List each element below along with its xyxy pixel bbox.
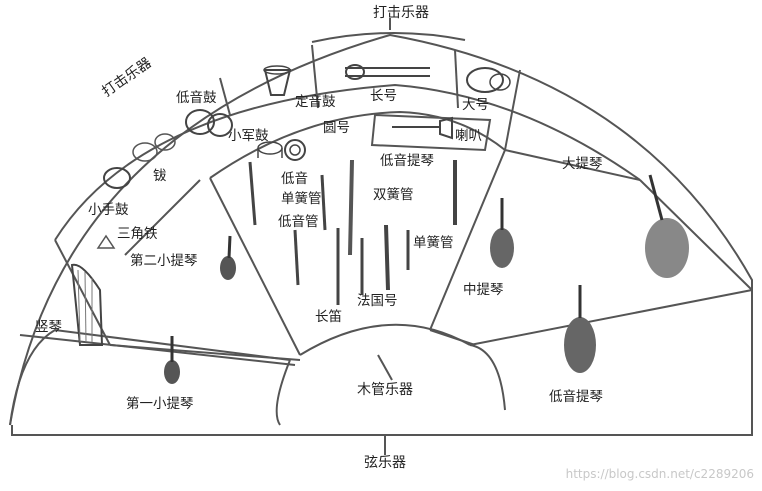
divider-woodwind-right [429,149,506,331]
divider-perc-1 [219,77,231,116]
label-clarinet: 单簧管 [413,235,454,251]
center-arc-left [275,359,291,426]
label-french-horn: 圆号 [323,120,350,136]
label-trombone: 长号 [370,88,397,104]
divider-perc-4 [504,69,521,151]
triangle-icon [96,234,116,249]
section-label-strings: 弦乐器 [364,455,406,471]
label-bass-drum: 低音鼓 [176,90,217,106]
label-cello: 低音提琴 [549,389,603,405]
divider-first-violin [19,334,296,366]
label-timpani: 定音鼓 [295,94,336,110]
percussion-inner-arc [54,83,641,241]
double-bass-icon [645,174,689,278]
strings-bracket [11,425,753,436]
label-tuba: 大号 [462,97,489,113]
woodwind-pointer [377,354,393,381]
french-horn-icon [284,139,306,161]
divider-viola-bottom [429,329,476,346]
first-violin-icon [164,336,180,384]
label-trumpet: 喇叭 [455,128,482,144]
center-arc-right [469,344,506,411]
trombone-icon [345,64,430,80]
snare-drum-icon [257,141,283,158]
woodwind-icons [248,159,457,305]
bass-drum-icon [185,109,233,137]
woodwind-outer-arc [209,110,506,179]
divider-perc-3 [454,49,459,109]
divider-cello [469,289,753,346]
trumpet-icon [392,116,453,140]
divider-perc-2 [311,44,319,109]
label-tambourine: 小手鼓 [88,202,129,218]
divider-viola-top [504,149,641,181]
label-flute: 长笛 [315,309,342,325]
label-first-violin: 第一小提琴 [126,396,194,412]
label-triangle: 三角铁 [117,226,158,242]
label-english-horn: 法国号 [357,293,398,309]
tambourine-icon [103,167,131,189]
cello-icon [564,285,596,373]
label-snare-drum: 小军鼓 [228,128,269,144]
section-label-woodwinds: 木管乐器 [357,382,413,398]
label-second-violin: 第二小提琴 [130,253,198,269]
label-cymbals: 钹 [153,168,167,184]
section-label-percussion-top: 打击乐器 [373,5,429,21]
label-bassoon: 低音管 [278,214,319,230]
divider-double-bass [639,179,753,291]
percussion-bracket [311,31,466,43]
divider-second-violin-top [124,179,201,256]
harp-icon [70,263,104,346]
watermark: https://blog.csdn.net/c2289206 [565,467,754,481]
viola-icon [490,198,514,268]
timpani-icon [263,65,292,96]
label-contrabassoon: 低音提琴 [380,153,434,169]
label-double-bass: 大提琴 [562,156,603,172]
inner-stage-arc [299,323,471,356]
divider-second-violin [109,344,301,361]
cymbals-icon [132,133,176,162]
strings-boundary-left [9,328,291,426]
label-oboe: 双簧管 [373,187,414,203]
second-violin-icon [220,235,236,280]
label-viola: 中提琴 [463,282,504,298]
tuba-icon [466,67,511,93]
divider-woodwind-left [209,177,301,356]
label-harp: 竖琴 [35,319,62,335]
label-bass-clarinet: 低音 单簧管 [281,171,322,207]
